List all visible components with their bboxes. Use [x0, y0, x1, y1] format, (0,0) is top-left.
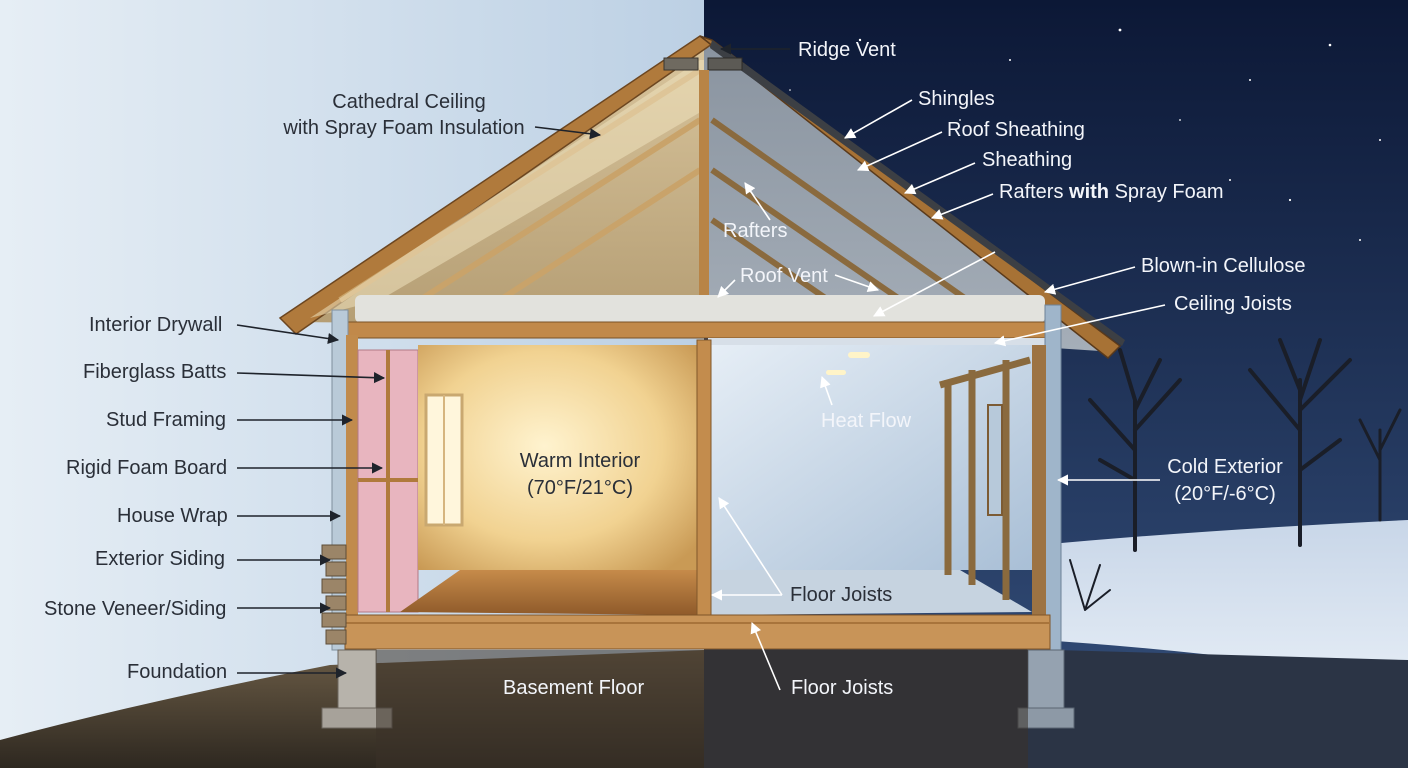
leader-lines-light [710, 99, 1166, 691]
right-wall-outer [1044, 304, 1062, 651]
foundation-right [1017, 649, 1075, 729]
ceiling-cool [708, 338, 1048, 346]
right-wall-stud [1032, 345, 1046, 615]
ceiling-light-1 [848, 352, 870, 358]
label-blown-in-cellulose: Blown-in Cellulose [1141, 255, 1306, 277]
blown-in-cellulose [355, 295, 1045, 323]
center-post [696, 339, 712, 621]
ridge-vent [663, 57, 699, 71]
label-foundation: Foundation [127, 661, 228, 683]
open-framing [939, 356, 1031, 600]
cool-floor [710, 570, 1032, 615]
snow-ground [1040, 520, 1408, 680]
label-interior-drywall: Interior Drywall [89, 314, 223, 336]
label-fiberglass-batts: Fiberglass Batts [83, 361, 227, 383]
label-heat-flow: Heat Flow [821, 410, 912, 432]
warm-floor [400, 570, 699, 615]
ceiling-joist-beam [344, 321, 1051, 339]
spray-foam-insulation [310, 60, 704, 318]
label-shingles: Shingles [918, 88, 995, 110]
label-rafters: Rafters [723, 220, 788, 242]
ceiling-light-2 [826, 370, 846, 375]
label-rafters-with-spray-foam: Rafters with Spray Foam [999, 181, 1224, 203]
center-post-attic [699, 70, 709, 330]
label-cold-exterior-line1: Cold Exterior [1167, 456, 1283, 478]
warm-room [418, 345, 699, 570]
label-ridge-vent: Ridge Vent [798, 39, 896, 61]
basement-dark [376, 650, 1028, 768]
cool-room [710, 345, 1032, 570]
label-cathedral-ceiling-line2: with Spray Foam Insulation [283, 117, 525, 139]
bare-trees [1069, 338, 1402, 611]
shingles-band [710, 40, 1125, 346]
label-ceiling-joists: Ceiling Joists [1174, 293, 1292, 315]
label-rigid-foam-board: Rigid Foam Board [66, 457, 228, 479]
label-roof-vent: Roof Vent [740, 265, 828, 287]
label-floor-joists-upper: Floor Joists [790, 584, 893, 606]
leader-lines-dark [236, 43, 790, 679]
label-basement-floor: Basement Floor [503, 677, 645, 699]
left-wall-stud [346, 335, 358, 650]
label-house-wrap: House Wrap [117, 505, 228, 527]
stars [789, 28, 1381, 241]
label-sheathing: Sheathing [982, 149, 1073, 171]
label-cold-exterior-line2: (20°F/-6°C) [1174, 483, 1276, 505]
label-stone-veneer: Stone Veneer/Siding [44, 598, 227, 620]
label-exterior-siding: Exterior Siding [95, 548, 226, 570]
label-warm-interior-line1: Warm Interior [519, 450, 641, 472]
floor-joist-beam [344, 614, 1051, 650]
window-right [987, 404, 1003, 516]
label-stud-framing: Stud Framing [106, 409, 227, 431]
label-floor-joists-lower: Floor Joists [791, 677, 894, 699]
label-warm-interior-line2: (70°F/21°C) [526, 477, 634, 499]
label-cathedral-ceiling-line1: Cathedral Ceiling [332, 91, 486, 113]
label-roof-sheathing: Roof Sheathing [947, 119, 1085, 141]
ridge-vent-right [707, 57, 743, 71]
